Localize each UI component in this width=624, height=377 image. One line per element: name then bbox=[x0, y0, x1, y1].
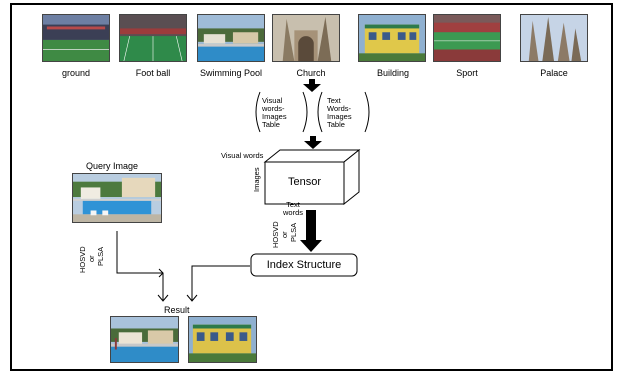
index-structure-label: Index Structure bbox=[266, 259, 342, 271]
query-image-label: Query Image bbox=[86, 161, 139, 171]
thumb-palace bbox=[520, 14, 588, 62]
caption-sport: Sport bbox=[456, 68, 478, 78]
visual-words-table-label: Visual words- Images Table bbox=[262, 96, 287, 129]
method-label-right-or: or bbox=[280, 231, 289, 238]
thumb-church bbox=[272, 14, 340, 62]
method-label-left-plsa: PLSA bbox=[96, 246, 105, 266]
thumb-sport bbox=[433, 14, 501, 62]
thumb-swimming-pool bbox=[197, 14, 265, 62]
caption-ground: ground bbox=[61, 68, 91, 78]
text-words-table-label: Text Words- Images Table bbox=[327, 96, 352, 129]
caption-building: Building bbox=[376, 68, 410, 78]
tensor-label: Tensor bbox=[287, 176, 322, 188]
tensor-images-axis: Images bbox=[252, 167, 261, 192]
result-image-building bbox=[188, 316, 257, 363]
tensor-text-words-axis: Text words bbox=[283, 200, 304, 217]
method-label-right-plsa: PLSA bbox=[289, 222, 298, 242]
caption-church: Church bbox=[296, 68, 326, 78]
method-label-left-or: or bbox=[87, 255, 96, 262]
result-image-pool bbox=[110, 316, 179, 363]
thumb-ground bbox=[42, 14, 110, 62]
thumb-football bbox=[119, 14, 187, 62]
thumb-building bbox=[358, 14, 426, 62]
query-image bbox=[72, 173, 162, 223]
caption-football: Foot ball bbox=[135, 68, 171, 78]
tensor-visual-words-axis: Visual words bbox=[221, 151, 264, 160]
result-label: Result bbox=[164, 305, 190, 315]
caption-palace: Palace bbox=[540, 68, 568, 78]
method-label-right-hosvd: HOSVD bbox=[271, 221, 280, 248]
method-label-left-hosvd: HOSVD bbox=[78, 246, 87, 273]
caption-swimming-pool: Swimming Pool bbox=[199, 68, 263, 78]
